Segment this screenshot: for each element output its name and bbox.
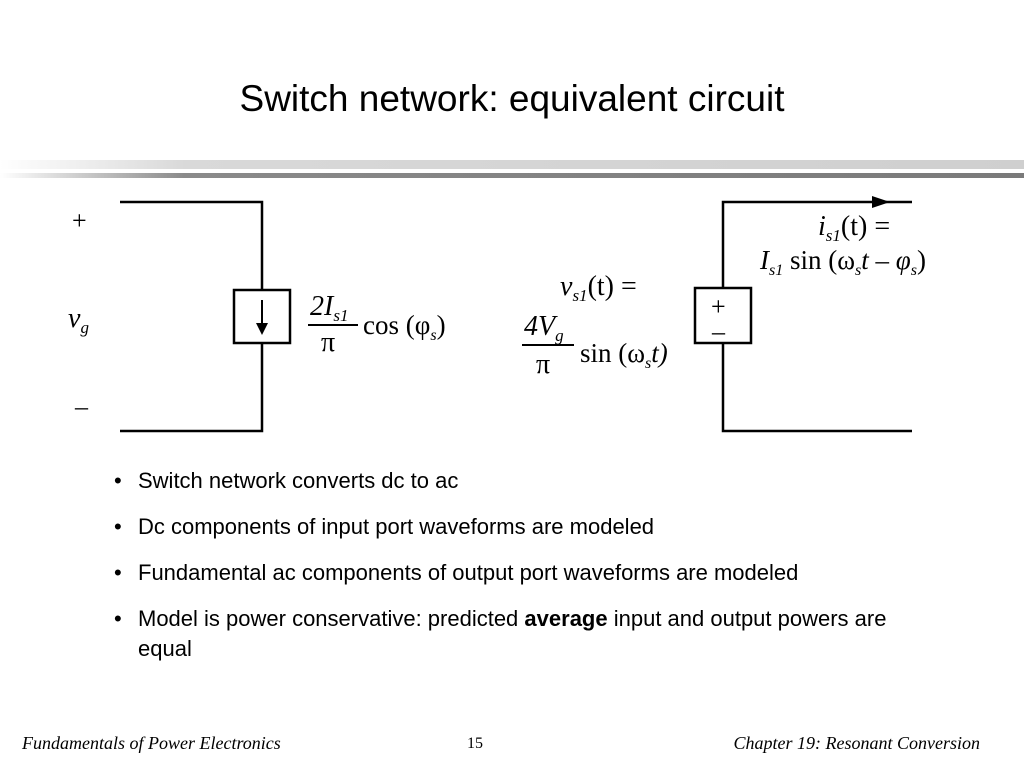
title-rule-dark xyxy=(0,173,1024,178)
voltage-source-heading: vs1(t) = xyxy=(560,271,637,305)
output-current-suffix: (t) = xyxy=(841,211,890,242)
down-arrow-icon xyxy=(256,323,268,335)
input-voltage-subscript: g xyxy=(80,318,89,337)
bullet-bold-word: average xyxy=(524,606,608,631)
output-current-symbol: i xyxy=(818,211,826,242)
input-plus-sign: + xyxy=(72,206,87,235)
output-current-func-sub: s xyxy=(855,262,861,279)
output-current-arrow-icon xyxy=(872,196,890,208)
voltage-func-close: t) xyxy=(651,338,668,368)
current-source-func-close: ) xyxy=(437,310,446,340)
bullet-dot: • xyxy=(114,560,122,585)
voltage-source-function: sin (ωst) xyxy=(580,338,668,372)
voltage-func-sub: s xyxy=(645,355,651,372)
voltage-num-sub: g xyxy=(555,326,564,345)
voltage-num-text: 4V xyxy=(524,311,558,342)
output-current-func: sin (ω xyxy=(783,245,855,275)
equivalent-circuit-diagram: + vg – 2Is1 π cos (φs) vs1(t) = 4Vg π si… xyxy=(68,196,926,433)
bullet-dot: • xyxy=(114,514,122,539)
bullet-text: Switch network converts dc to ac xyxy=(138,468,459,493)
bullet-dot: • xyxy=(114,468,122,493)
current-source-num-text: 2I xyxy=(310,291,335,322)
current-source-function: cos (φs) xyxy=(363,310,446,344)
bullet-text: Fundamental ac components of output port… xyxy=(138,560,799,585)
output-current-heading: is1(t) = xyxy=(818,211,890,245)
output-current-expression: Is1 sin (ωst – φs) xyxy=(759,245,926,279)
output-current-mid: t – φ xyxy=(861,245,911,275)
voltage-func-text: sin (ω xyxy=(580,338,645,368)
bullet-text-before: Model is power conservative: predicted xyxy=(138,606,525,631)
output-port-wires xyxy=(721,200,912,433)
source-plus-sign: + xyxy=(711,292,726,321)
voltage-heading-symbol: v xyxy=(560,271,573,302)
bullet-item: • Switch network converts dc to ac xyxy=(112,466,932,496)
output-current-sub: s1 xyxy=(826,226,841,245)
input-voltage-symbol: v xyxy=(68,303,81,334)
current-source-num-sub: s1 xyxy=(333,306,348,325)
current-source-denominator: π xyxy=(321,327,335,358)
output-current-close: ) xyxy=(917,245,926,275)
voltage-source-denominator: π xyxy=(536,349,550,380)
footer-book-title: Fundamentals of Power Electronics xyxy=(22,733,281,753)
bullet-dot: • xyxy=(114,606,122,631)
voltage-source-numerator: 4Vg xyxy=(524,311,564,345)
footer-chapter-title: Chapter 19: Resonant Conversion xyxy=(733,733,980,753)
output-current-amplitude-sub: s1 xyxy=(769,262,783,279)
footer-page-number: 15 xyxy=(467,735,483,752)
voltage-heading-suffix: (t) = xyxy=(588,271,637,302)
current-source-func-sub: s xyxy=(430,327,436,344)
bullet-text: Dc components of input port waveforms ar… xyxy=(138,514,655,539)
dc-current-source xyxy=(232,288,292,345)
current-source-numerator: 2Is1 xyxy=(310,291,348,325)
slide-title: Switch network: equivalent circuit xyxy=(239,78,785,119)
bullet-text-after: input and output powers are equal xyxy=(138,606,887,661)
input-minus-sign: – xyxy=(74,392,89,421)
ac-voltage-source: + – xyxy=(693,286,753,346)
input-voltage-label: vg xyxy=(68,303,89,337)
bullet-item: •Model is power conservative: predicted … xyxy=(112,604,932,664)
voltage-heading-sub: s1 xyxy=(572,286,587,305)
input-port-wires xyxy=(120,200,264,433)
bullet-list: • Switch network converts dc to ac • Dc co… xyxy=(112,466,932,680)
bullet-item: • Fundamental ac components of output por… xyxy=(112,558,932,588)
source-minus-sign: – xyxy=(711,317,726,346)
output-current-amplitude: I xyxy=(759,245,771,275)
bullet-item: • Dc components of input port waveforms a… xyxy=(112,512,932,542)
output-current-mid-sub: s xyxy=(911,262,917,279)
title-rule-light xyxy=(0,160,1024,169)
current-source-func-text: cos (φ xyxy=(363,310,430,340)
